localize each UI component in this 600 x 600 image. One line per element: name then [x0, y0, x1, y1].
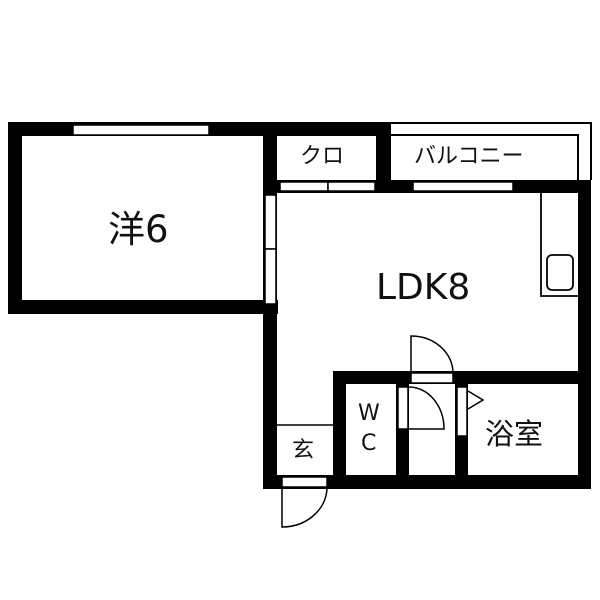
wall-wc-top: [333, 371, 591, 384]
wall-south-room: [8, 300, 278, 314]
balcony: [391, 122, 592, 180]
room-label-entrance: 玄: [292, 438, 315, 463]
corridor-door-icon: [410, 335, 454, 384]
wall-closet-balcony: [376, 122, 391, 193]
wall-wc-left: [333, 371, 346, 489]
room-label-ldk: LDK8: [376, 267, 471, 308]
closet-doors: [279, 181, 376, 192]
room-label-closet: クロ: [300, 144, 345, 169]
room-label-bathroom: 浴室: [485, 417, 544, 451]
sliding-door-western: [264, 194, 277, 305]
wc-door-icon: [397, 386, 445, 430]
room-label-western: 洋6: [108, 208, 169, 251]
windows: [72, 124, 514, 192]
window-ldk: [412, 181, 514, 192]
entrance-door-icon: [281, 476, 328, 528]
kitchen-counter: [540, 193, 578, 297]
wall-divider-west: [263, 122, 277, 489]
room-label-wc-c: C: [361, 431, 377, 456]
bath-door-icon: [456, 386, 485, 437]
window-western: [72, 124, 210, 136]
wall-west: [8, 122, 22, 314]
wall-east: [578, 180, 591, 489]
room-label-wc-w: W: [358, 401, 380, 426]
room-label-balcony: バルコニー: [414, 144, 524, 169]
sink-icon: [546, 254, 574, 291]
